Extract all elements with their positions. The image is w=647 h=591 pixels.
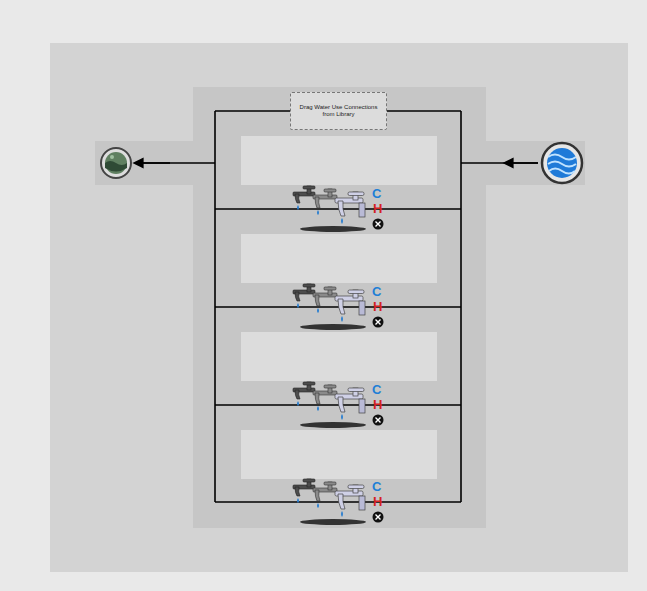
water-main-icon — [542, 143, 582, 183]
outlet-arrow — [138, 162, 170, 164]
cold-marker: C — [372, 480, 381, 493]
cold-marker: C — [372, 285, 381, 298]
hot-marker: H — [373, 398, 382, 411]
drain-icon — [101, 148, 131, 178]
hot-marker: H — [373, 202, 382, 215]
inlet-arrow — [508, 162, 538, 164]
cold-marker: C — [372, 187, 381, 200]
water-fixtures — [293, 186, 384, 525]
loop-region — [193, 87, 486, 528]
drop-target-box: Drag Water Use Connections from Library — [290, 92, 387, 130]
cold-marker: C — [372, 383, 381, 396]
loop-pipes — [140, 111, 538, 502]
hot-marker: H — [373, 300, 382, 313]
canvas-panel — [50, 43, 628, 572]
hot-marker: H — [373, 495, 382, 508]
hint-text: Drag Water Use Connections from Library — [295, 104, 382, 119]
